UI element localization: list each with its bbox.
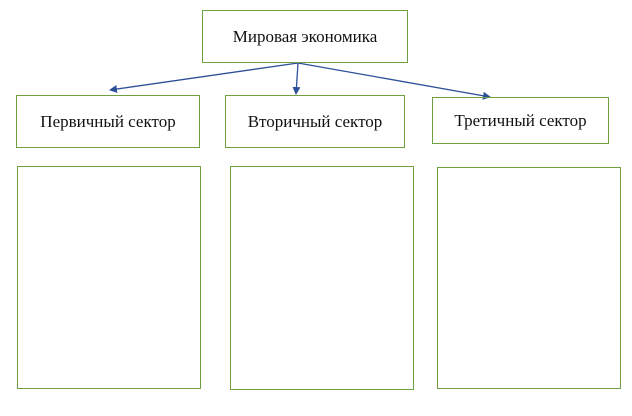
tertiary-sector-content-box [437,167,621,389]
tertiary-sector-box: Третичный сектор [432,97,609,144]
secondary-sector-label: Вторичный сектор [247,111,383,131]
arrow-to-secondary [292,62,301,95]
arrow-to-primary [109,62,299,93]
primary-sector-label: Первичный сектор [40,111,176,131]
root-box: Мировая экономика [202,10,408,63]
primary-sector-content-box [17,166,201,389]
secondary-sector-content-box [230,166,414,390]
secondary-sector-box: Вторичный сектор [225,95,405,148]
tertiary-sector-label: Третичный сектор [454,110,587,130]
arrow-to-tertiary [297,62,491,100]
root-label: Мировая экономика [232,26,378,46]
primary-sector-box: Первичный сектор [16,95,200,148]
